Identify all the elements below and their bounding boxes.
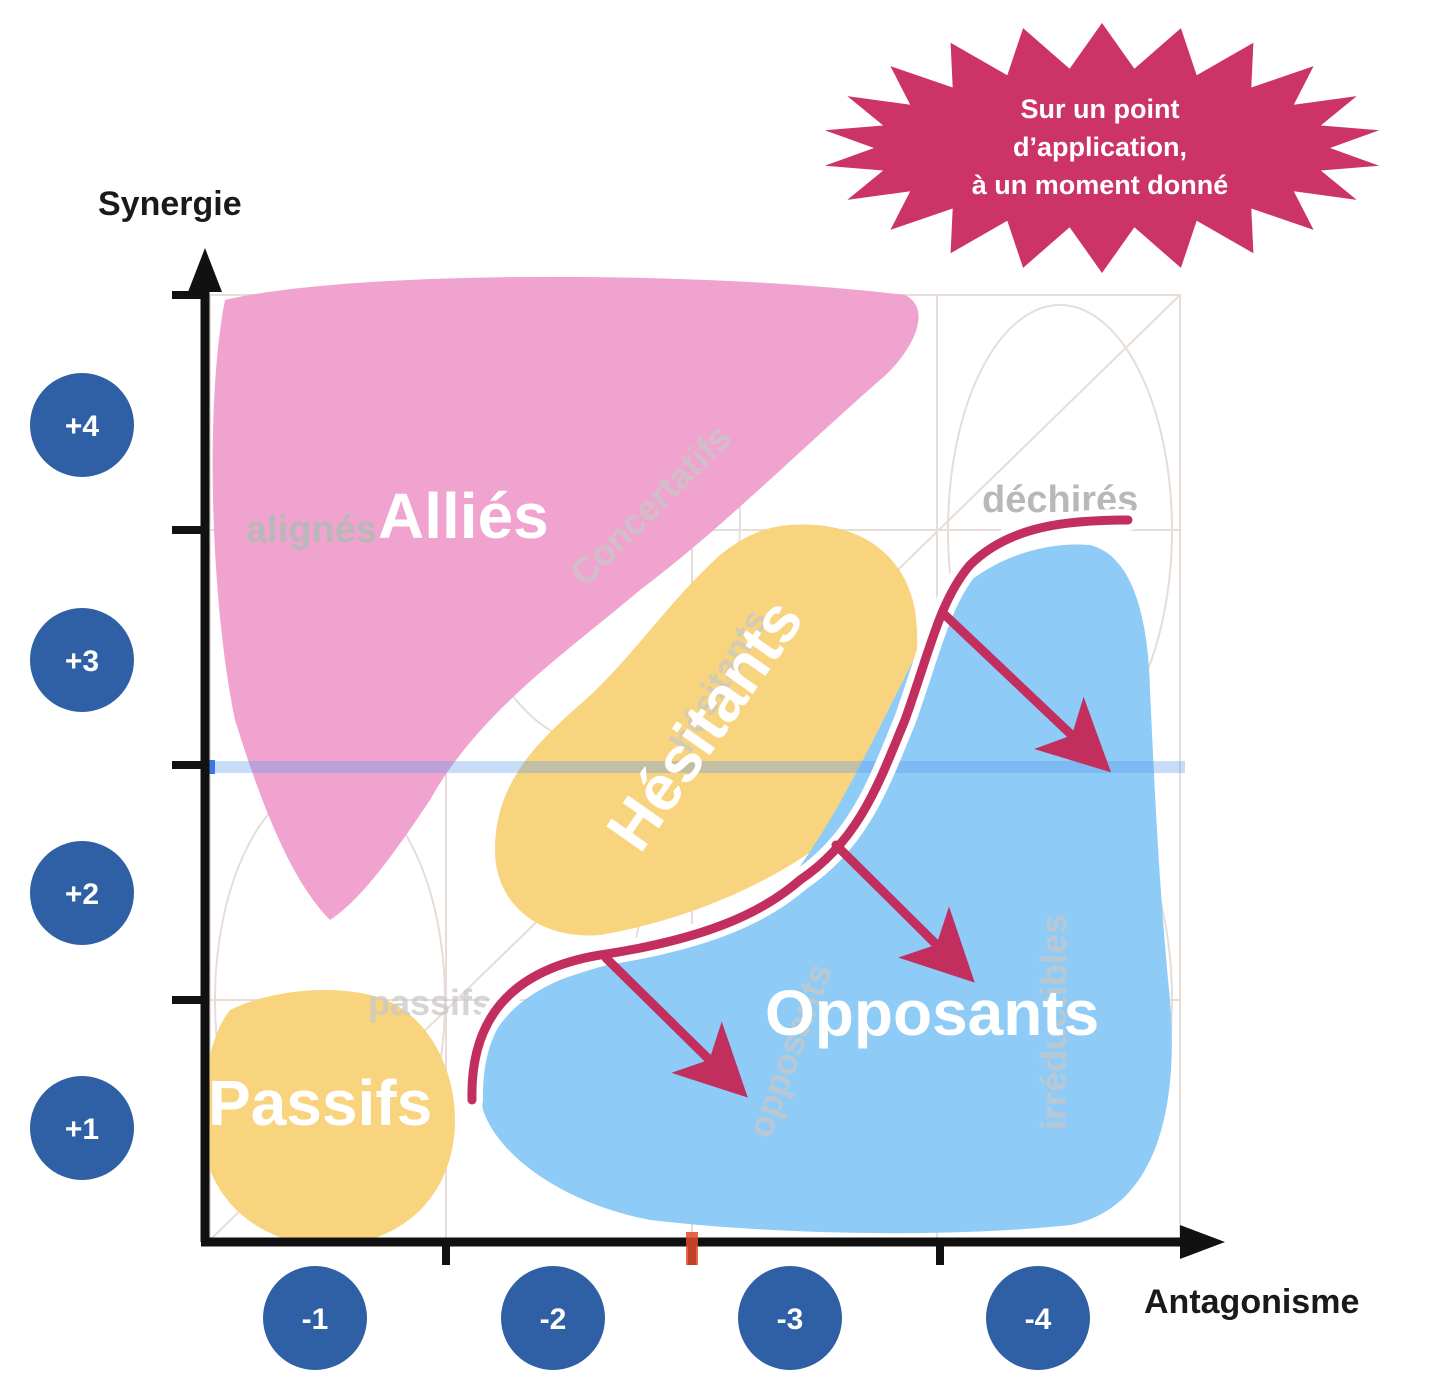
opposants-zone bbox=[481, 544, 1172, 1234]
svg-text:-1: -1 bbox=[302, 1303, 329, 1336]
x-badge-minus1: -1 bbox=[263, 1266, 367, 1370]
zone-label-allies: Alliés bbox=[378, 480, 549, 552]
arrow-to-opposants-high bbox=[940, 610, 1112, 773]
faint-label-irreductibles: irréductibles bbox=[1033, 914, 1074, 1130]
zone-label-opposants: Opposants bbox=[765, 977, 1099, 1049]
y-badge-plus4: +4 bbox=[30, 373, 134, 477]
svg-text:+2: +2 bbox=[65, 878, 99, 911]
faint-label-passifs: passifs bbox=[368, 982, 492, 1023]
callout-line-2: d’application, bbox=[1013, 132, 1187, 162]
arrow-to-opposants-low bbox=[601, 953, 748, 1098]
passifs-zone bbox=[202, 990, 455, 1246]
callout-starburst: Sur un point d’application, à un moment … bbox=[824, 23, 1380, 273]
svg-text:-2: -2 bbox=[540, 1303, 567, 1336]
arrows bbox=[601, 610, 1112, 1098]
zone-label-passifs: Passifs bbox=[208, 1067, 432, 1139]
x-axis-title: Antagonisme bbox=[1144, 1283, 1359, 1321]
y-badge-plus3: +3 bbox=[30, 608, 134, 712]
x-axis-mid-marker bbox=[686, 1232, 698, 1265]
callout-line-1: Sur un point bbox=[1021, 94, 1180, 124]
allies-zone bbox=[212, 276, 919, 920]
x-badge-minus3: -3 bbox=[738, 1266, 842, 1370]
x-badge-minus2: -2 bbox=[501, 1266, 605, 1370]
y-axis bbox=[172, 248, 222, 1242]
svg-text:+3: +3 bbox=[65, 645, 99, 678]
dividing-curve-line bbox=[467, 515, 1133, 1105]
hesitants-zone bbox=[495, 524, 918, 936]
y-axis-title: Synergie bbox=[98, 185, 242, 223]
svg-text:-4: -4 bbox=[1025, 1303, 1052, 1336]
y-badge-plus1: +1 bbox=[30, 1076, 134, 1180]
y-badge-plus2: +2 bbox=[30, 841, 134, 945]
svg-text:+4: +4 bbox=[65, 410, 100, 443]
x-badge-minus4: -4 bbox=[986, 1266, 1090, 1370]
callout-line-3: à un moment donné bbox=[972, 170, 1229, 200]
svg-text:-3: -3 bbox=[777, 1303, 804, 1336]
arrow-to-opposants-mid bbox=[831, 840, 975, 983]
svg-text:+1: +1 bbox=[65, 1113, 99, 1146]
faint-label-alignes: alignés bbox=[246, 509, 377, 551]
